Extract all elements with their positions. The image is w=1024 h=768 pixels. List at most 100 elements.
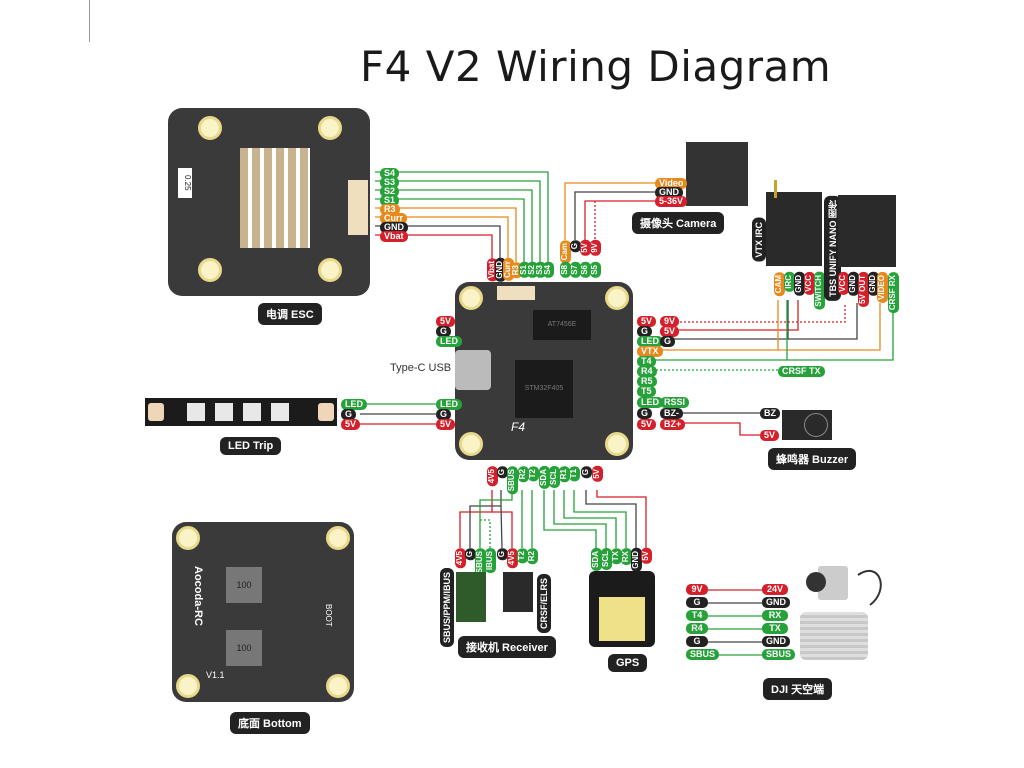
dji-unit-pin: RX (762, 610, 788, 621)
bottom-board: 100 100 Aocoda-RC V1.1 BOOT (172, 522, 354, 702)
buzzer-caption: 蜂鸣器 Buzzer (768, 448, 857, 470)
wire-rx-4v5b (492, 511, 513, 548)
esc-pin-curr: Curr (380, 213, 408, 224)
led-icon (271, 403, 289, 421)
wire-esc-curr (375, 216, 509, 262)
wire-bz-plus (680, 422, 760, 436)
esc-connector (348, 180, 368, 235)
fc-board: AT7456E STM32F405 F4 (455, 282, 633, 460)
page-title: F4 V2 Wiring Diagram (360, 42, 832, 91)
receiver-crsf-module (503, 572, 533, 612)
inductor-2: 100 (226, 630, 262, 666)
led-icon (187, 403, 205, 421)
inductor-1: 100 (226, 567, 262, 603)
fc-top-pin-9v: 9V (590, 240, 601, 256)
wire-esc-gnd (375, 225, 501, 262)
fc-led-pin-g: G (436, 409, 452, 420)
brand-label: Aocoda-RC (192, 566, 204, 626)
wire-cam-video (564, 182, 655, 240)
esc-pin-vbat: Vbat (380, 231, 408, 242)
boot-label: BOOT (324, 604, 333, 627)
fc-right-pin-5v: 5V (637, 316, 657, 327)
gps-antenna (599, 597, 645, 641)
fc-bottom-pin-t1: T1 (569, 466, 580, 482)
wire-esc-vbat (375, 234, 493, 262)
vtx-label: VTX IRC (752, 218, 766, 262)
gps-pin-5v: 5V (641, 548, 652, 564)
gps-module (589, 571, 655, 647)
dji-camera-cable (857, 569, 882, 606)
wire-t4-crsf (640, 303, 894, 361)
wire-esc-s3 (375, 180, 541, 262)
wire-esc-s2 (375, 189, 533, 262)
dji-fc-pin: 9V (686, 584, 708, 595)
wire-gps-sda (543, 490, 597, 548)
fc-right-target-5v: 5V (660, 326, 680, 337)
fc-led-pin-5v: 5V (436, 419, 456, 430)
fc-right-target-g: G (660, 336, 676, 347)
led-strip-caption: LED Trip (220, 437, 282, 455)
esc-resistor: 0.25 (178, 168, 192, 198)
fc-right-pin-g: G (637, 326, 653, 337)
usb-c-port (455, 350, 491, 390)
wire-rx-gb (500, 505, 503, 549)
rx-pin-ibus: IBUS (485, 548, 496, 574)
led-icon (215, 403, 233, 421)
fc-right-pin-r4: R4 (637, 366, 657, 377)
fc-led-pin-led: LED (436, 399, 462, 410)
fc-right-target-rssi: RSSI (660, 397, 690, 408)
vtx-module (766, 192, 822, 266)
led-strip-pin-5v: 5V (341, 419, 361, 430)
esc-pin-gnd: GND (380, 222, 408, 233)
esc-caption: 电调 ESC (258, 303, 322, 325)
wire-rx-4v5 (459, 490, 493, 548)
fc-right-pin-t5: T5 (637, 386, 656, 397)
dji-fc-pin: G (686, 597, 708, 608)
esc-board: 0.25 (168, 108, 370, 296)
esc-power-grid (240, 148, 310, 248)
fc-right-pin-vtx: VTX (637, 346, 663, 357)
dji-caption: DJI 天空端 (763, 678, 833, 700)
fc-f4-mark: F4 (511, 420, 526, 434)
buzzer-pin-5v: 5V (760, 430, 780, 441)
esc-pin-s2: S2 (380, 186, 400, 197)
esc-pin-s1: S1 (380, 195, 400, 206)
mcu-chip: STM32F405 (515, 360, 573, 418)
wire-5v-vtx (660, 300, 799, 331)
wire-cam-gnd (574, 191, 655, 240)
dji-unit-pin: GND (762, 636, 790, 647)
dji-unit-pin: GND (762, 597, 790, 608)
tbs-pin-video: VIDEO (877, 272, 888, 303)
led-icon (243, 403, 261, 421)
fc-right-target-bz-minus: BZ- (660, 408, 683, 419)
rx-left-label: SBUS/PPM/IBUS (440, 568, 454, 648)
wire-g-vtx (660, 300, 789, 340)
fc-right-target-9v: 9V (660, 316, 680, 327)
wire-esc-r3 (375, 207, 517, 262)
dji-unit-pin: 24V (762, 584, 788, 595)
fc-right-pin-led2: LED (637, 397, 663, 408)
wire-rx-g (469, 490, 502, 548)
dji-fc-pin: G (686, 636, 708, 647)
fc-left-pin-led: LED (436, 336, 462, 347)
receiver-caption: 接收机 Receiver (458, 636, 556, 658)
version-label: V1.1 (206, 670, 225, 680)
wire-rx-ibus (480, 519, 491, 548)
wire-gps-scl (553, 490, 607, 548)
osd-chip: AT7456E (533, 310, 591, 340)
edge-line (89, 0, 90, 42)
fc-right-pin-g2: G (637, 408, 653, 419)
wire-cam-5v (584, 200, 655, 240)
dji-fc-pin: T4 (686, 610, 708, 621)
gps-caption: GPS (608, 654, 648, 672)
camera-pin-gnd: GND (655, 187, 683, 198)
fc-bottom-pin-sbus: SBUS (507, 466, 518, 495)
esc-pin-s4: S4 (380, 168, 400, 179)
fc-top-pin-s4: S4 (543, 262, 554, 278)
wire-esc-s4 (375, 171, 549, 262)
wire-gps-tx (563, 490, 617, 548)
buzzer-module (782, 410, 832, 440)
wire-vtx-video (778, 303, 881, 351)
led-strip-pin-led: LED (341, 399, 367, 410)
